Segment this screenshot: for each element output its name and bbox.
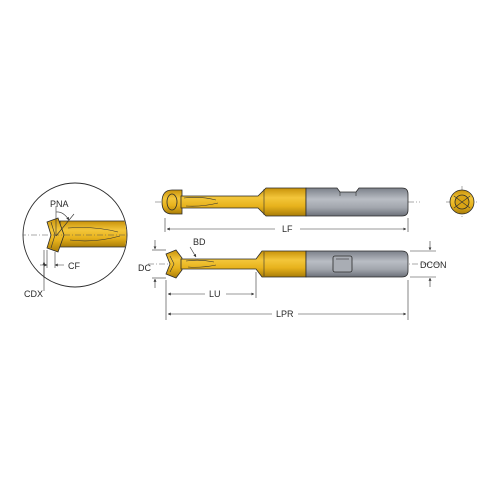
detail-view: PNA CF CDX (22, 182, 128, 299)
top-neck-gold (180, 187, 307, 217)
detail-flute-2 (69, 235, 121, 242)
end-view (446, 186, 478, 218)
top-flute-1 (183, 197, 217, 201)
pna-arc (55, 211, 70, 221)
label-lu: LU (209, 289, 221, 299)
top-flute-2 (185, 202, 219, 207)
detail-flute-1 (67, 227, 119, 233)
side-view-tool: BD DC DCON LU LPR (138, 237, 447, 320)
side-flat (332, 255, 353, 273)
label-bd: BD (193, 237, 206, 247)
label-dcon: DCON (420, 260, 447, 270)
label-lpr: LPR (276, 309, 294, 319)
detail-shank (59, 220, 127, 248)
label-cdx: CDX (24, 289, 43, 299)
top-shank-steel (305, 187, 409, 217)
label-cf: CF (68, 261, 80, 271)
side-flute-1 (185, 259, 215, 263)
top-head (161, 189, 183, 215)
label-lf: LF (282, 224, 293, 234)
top-head-ring (166, 193, 178, 211)
side-head-edge (169, 255, 175, 273)
end-view-tooth-2 (453, 201, 471, 209)
bd-leader (189, 246, 197, 258)
side-shank-steel (305, 250, 409, 278)
top-view-tool: LF (155, 187, 420, 234)
side-neck-gold (180, 250, 307, 278)
label-pna: PNA (50, 199, 69, 209)
pna-angle-line (55, 213, 75, 237)
side-flute-2 (187, 264, 217, 268)
label-dc: DC (138, 263, 151, 273)
